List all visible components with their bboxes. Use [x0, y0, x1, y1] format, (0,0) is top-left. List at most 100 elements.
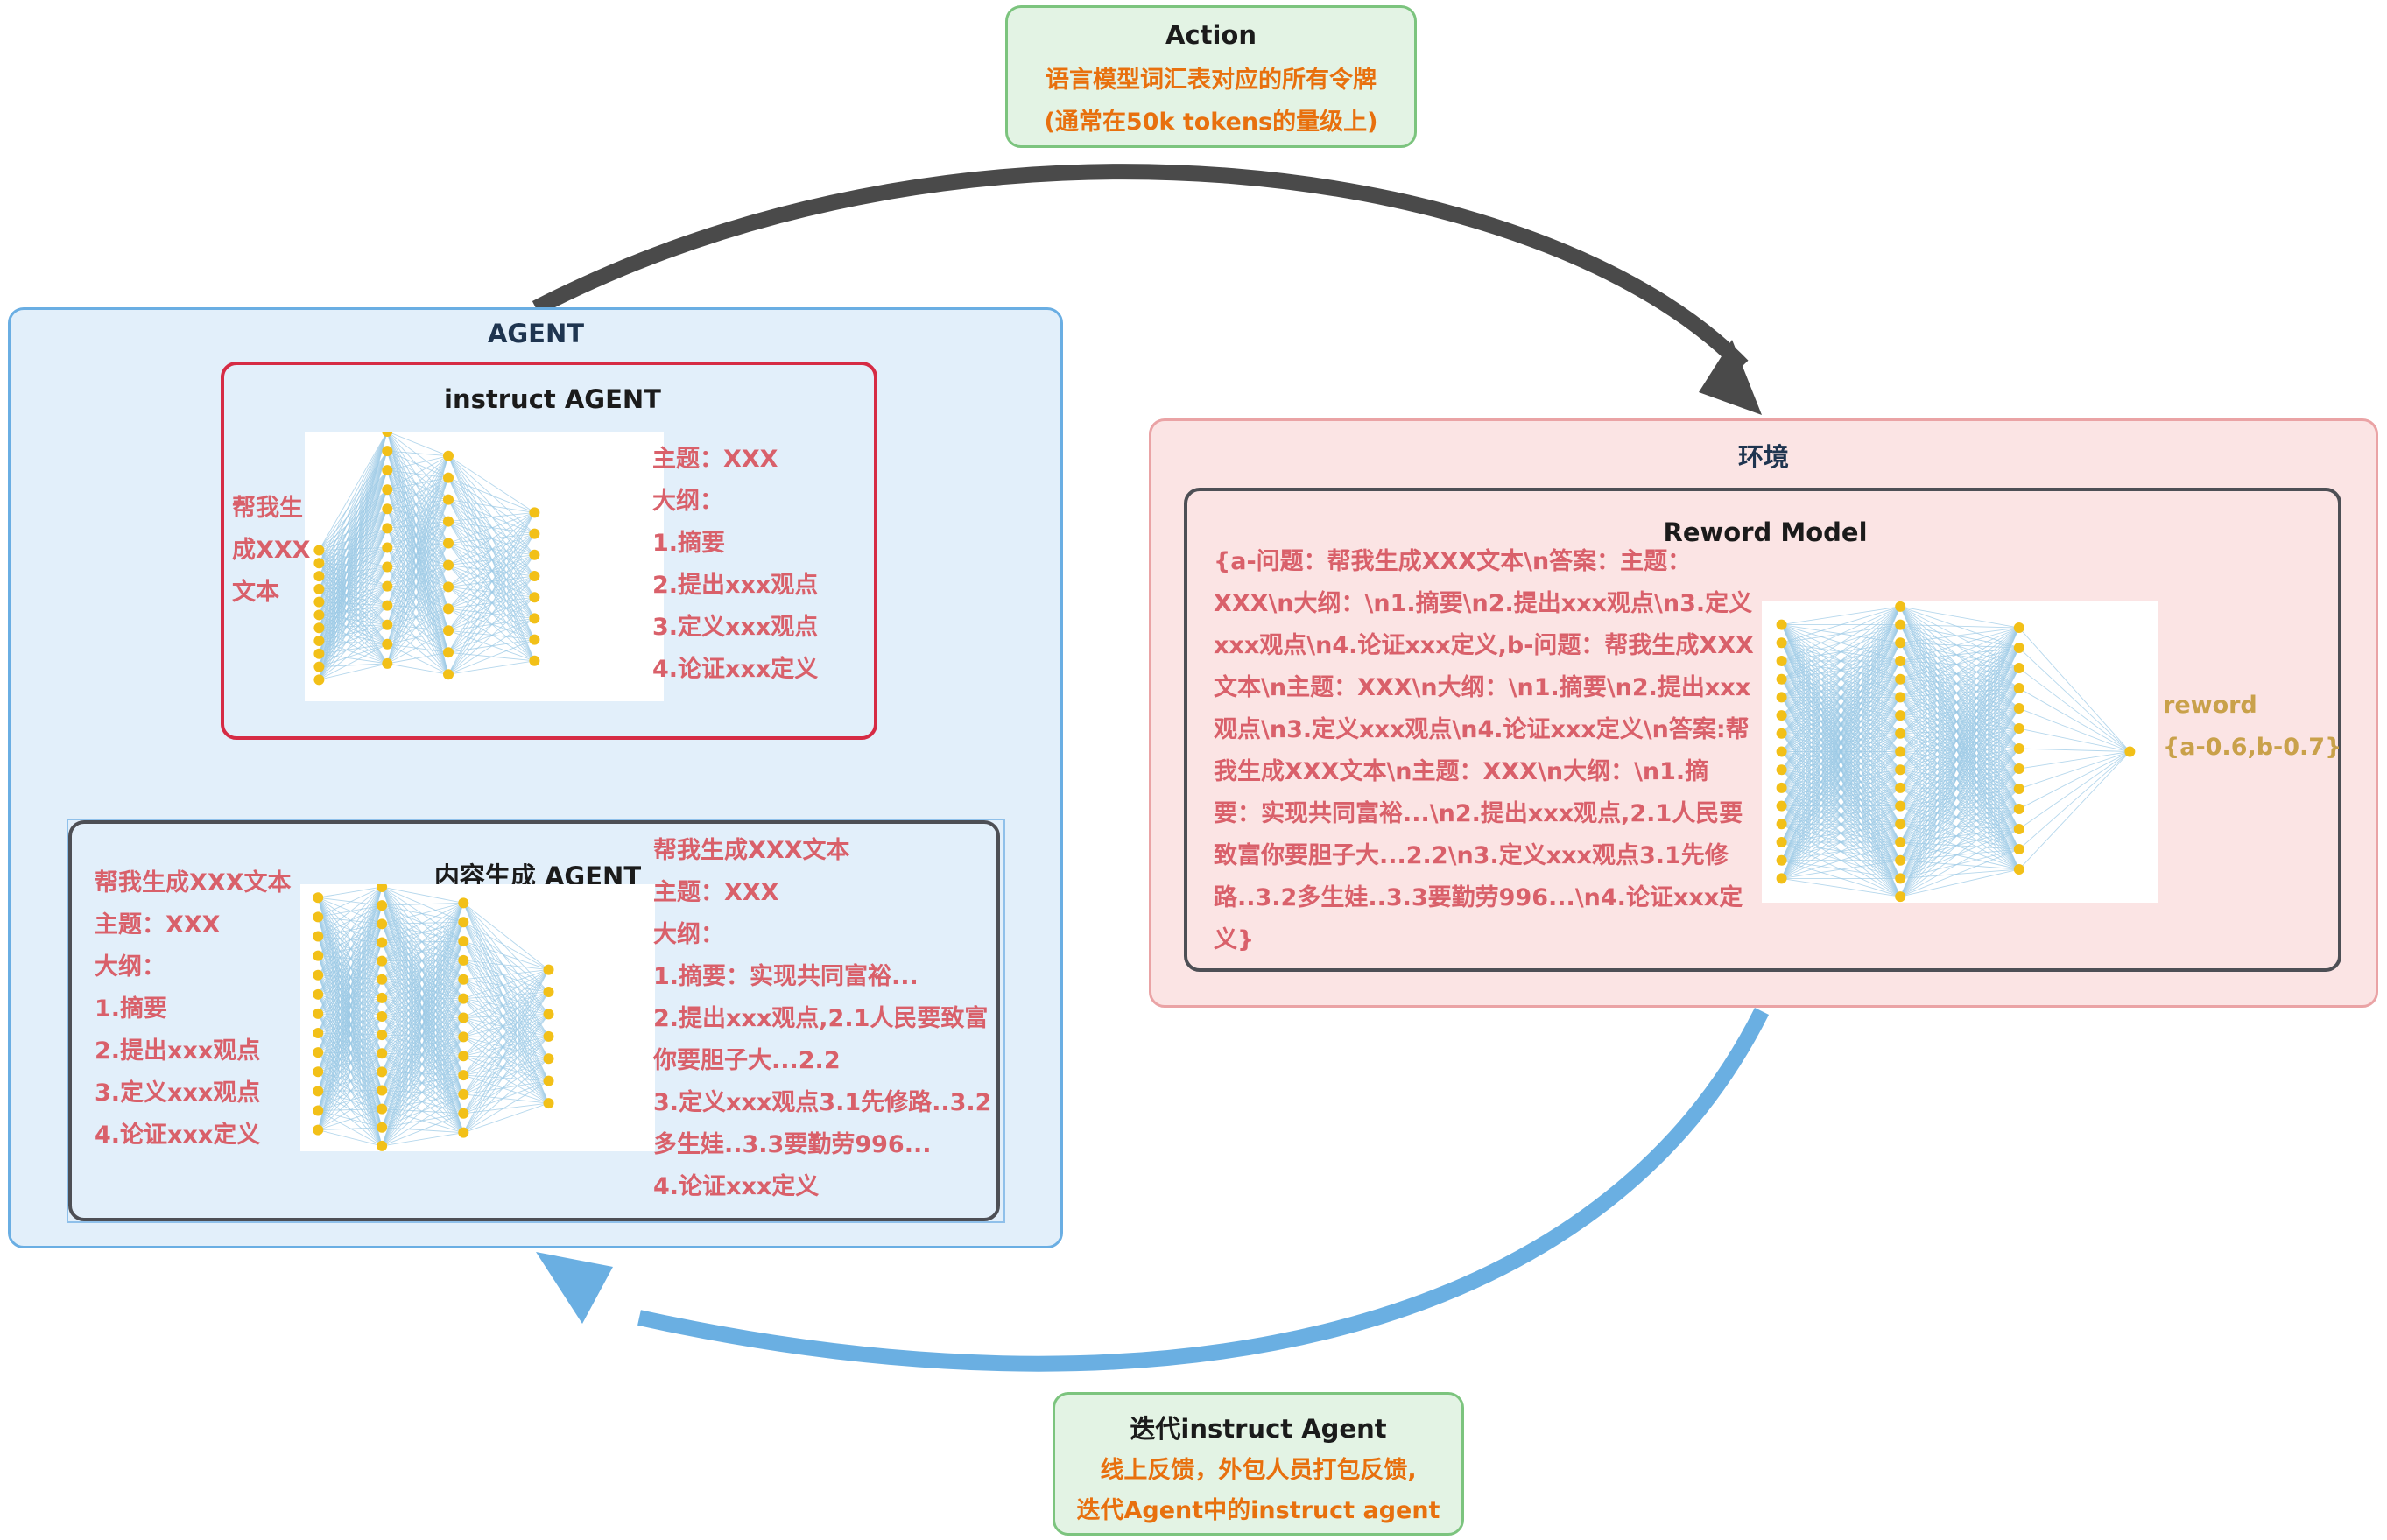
content-input-line: 大纲：	[95, 953, 165, 981]
content-output-line: 3.定义xxx观点3.1先修路..3.2	[653, 1089, 992, 1116]
network-node	[529, 571, 540, 581]
network-node	[458, 1088, 469, 1100]
network-node	[443, 450, 454, 461]
iterate-box: 迭代instruct Agent 线上反馈，外包人员打包反馈, 迭代Agent中…	[1053, 1392, 1464, 1536]
reward-input-line: 路..3.2多生娃..3.3要勤劳996...\n4.论证xxx定	[1214, 884, 1743, 911]
network-node	[377, 1010, 388, 1022]
network-node	[1776, 673, 1787, 685]
instruct-agent-title: instruct AGENT	[444, 384, 661, 414]
network-node	[458, 897, 469, 909]
network-node	[382, 619, 393, 630]
network-node	[377, 884, 388, 893]
network-edges	[318, 432, 535, 680]
network-node	[543, 1009, 554, 1020]
content-input-line: 4.论证xxx定义	[95, 1122, 261, 1149]
network-node	[377, 937, 388, 948]
network-node	[2013, 703, 2024, 714]
reward-label: reword	[2163, 692, 2257, 719]
instruct-agent-network	[313, 432, 540, 686]
network-node	[458, 936, 469, 947]
network-node	[1776, 710, 1787, 721]
network-node	[2013, 824, 2024, 835]
reward-input-line: 我生成XXX文本\n主题：XXX\n大纲：\n1.摘	[1214, 758, 1709, 785]
network-node	[2013, 622, 2024, 634]
network-node	[1776, 764, 1787, 776]
instruct-agent-input: 帮我生 成XXX 文本	[232, 488, 310, 614]
content-output-line: 4.论证xxx定义	[653, 1173, 820, 1200]
network-node	[1895, 746, 1906, 757]
network-node	[458, 1012, 469, 1023]
network-node	[377, 974, 388, 985]
content-output-line: 帮我生成XXX文本	[653, 837, 850, 864]
network-node	[2013, 804, 2024, 815]
instruct-output-line: 大纲：	[652, 488, 723, 515]
network-node	[377, 1122, 388, 1133]
network-node	[1776, 728, 1787, 739]
network-node	[529, 549, 540, 560]
network-node	[382, 542, 393, 553]
network-node	[313, 1086, 324, 1097]
network-node	[1776, 746, 1787, 757]
network-node	[382, 561, 393, 573]
network-node	[313, 674, 325, 686]
content-input-line: 帮我生成XXX文本	[95, 869, 292, 897]
network-node	[1895, 710, 1906, 721]
network-node	[2124, 746, 2136, 757]
network-node	[382, 432, 393, 437]
network-node	[458, 1031, 469, 1043]
network-node	[1895, 837, 1906, 847]
network-node	[543, 1030, 554, 1042]
network-node	[543, 1075, 554, 1086]
network-node	[382, 600, 393, 611]
network-node	[1895, 656, 1906, 666]
network-node	[313, 1028, 324, 1039]
feedback-arrowhead	[536, 1252, 613, 1324]
content-output-line: 多生娃..3.3要勤劳996...	[653, 1131, 932, 1158]
network-node	[377, 900, 388, 911]
content-input-line: 3.定义xxx观点	[95, 1079, 261, 1107]
network-node	[1895, 873, 1906, 884]
network-node	[313, 661, 325, 672]
network-node	[313, 1047, 324, 1058]
network-node	[529, 634, 540, 645]
network-node	[382, 465, 393, 476]
network-node	[2013, 683, 2024, 694]
action-title: Action	[1165, 20, 1257, 50]
reward-input-line: 要：实现共同富裕...\n2.提出xxx观点,2.1人民要	[1214, 800, 1743, 827]
network-nodes	[1776, 601, 2136, 903]
network-node	[1776, 782, 1787, 793]
instruct-agent-box: instruct AGENT	[221, 362, 877, 740]
network-node	[458, 954, 469, 966]
network-node	[313, 583, 325, 594]
network-edges	[317, 886, 549, 1147]
network-node	[458, 974, 469, 985]
network-node	[313, 622, 325, 634]
network-node	[313, 558, 325, 569]
content-output-line: 1.摘要：实现共同富裕...	[653, 963, 919, 990]
network-node	[458, 1051, 469, 1062]
network-node	[1776, 637, 1787, 649]
network-node	[543, 1053, 554, 1065]
instruct-agent-output: 主题：XXX 大纲： 1.摘要 2.提出xxx观点 3.定义xxx观点 4.论证…	[652, 439, 818, 691]
network-nodes	[313, 432, 540, 686]
reward-value: {a-0.6,b-0.7}	[2163, 734, 2342, 761]
content-input-line: 主题：XXX	[95, 911, 221, 939]
reward-model-network-panel	[1762, 601, 2158, 903]
network-node	[382, 503, 393, 515]
iterate-title: 迭代instruct Agent	[1130, 1414, 1387, 1444]
network-node	[382, 523, 393, 534]
content-agent-input: 帮我生成XXX文本 主题：XXX 大纲： 1.摘要 2.提出xxx观点 3.定义…	[95, 862, 291, 1157]
network-node	[1895, 764, 1906, 776]
network-node	[382, 657, 393, 669]
network-node	[1776, 656, 1787, 666]
network-node	[377, 1085, 388, 1096]
network-node	[313, 609, 325, 621]
network-node	[377, 1066, 388, 1078]
network-node	[443, 625, 454, 636]
network-node	[458, 1108, 469, 1119]
network-node	[1895, 800, 1906, 812]
network-node	[377, 1140, 388, 1151]
reward-model-title: Reword Model	[1663, 517, 1868, 547]
network-node	[1895, 819, 1906, 830]
network-node	[1776, 692, 1787, 703]
